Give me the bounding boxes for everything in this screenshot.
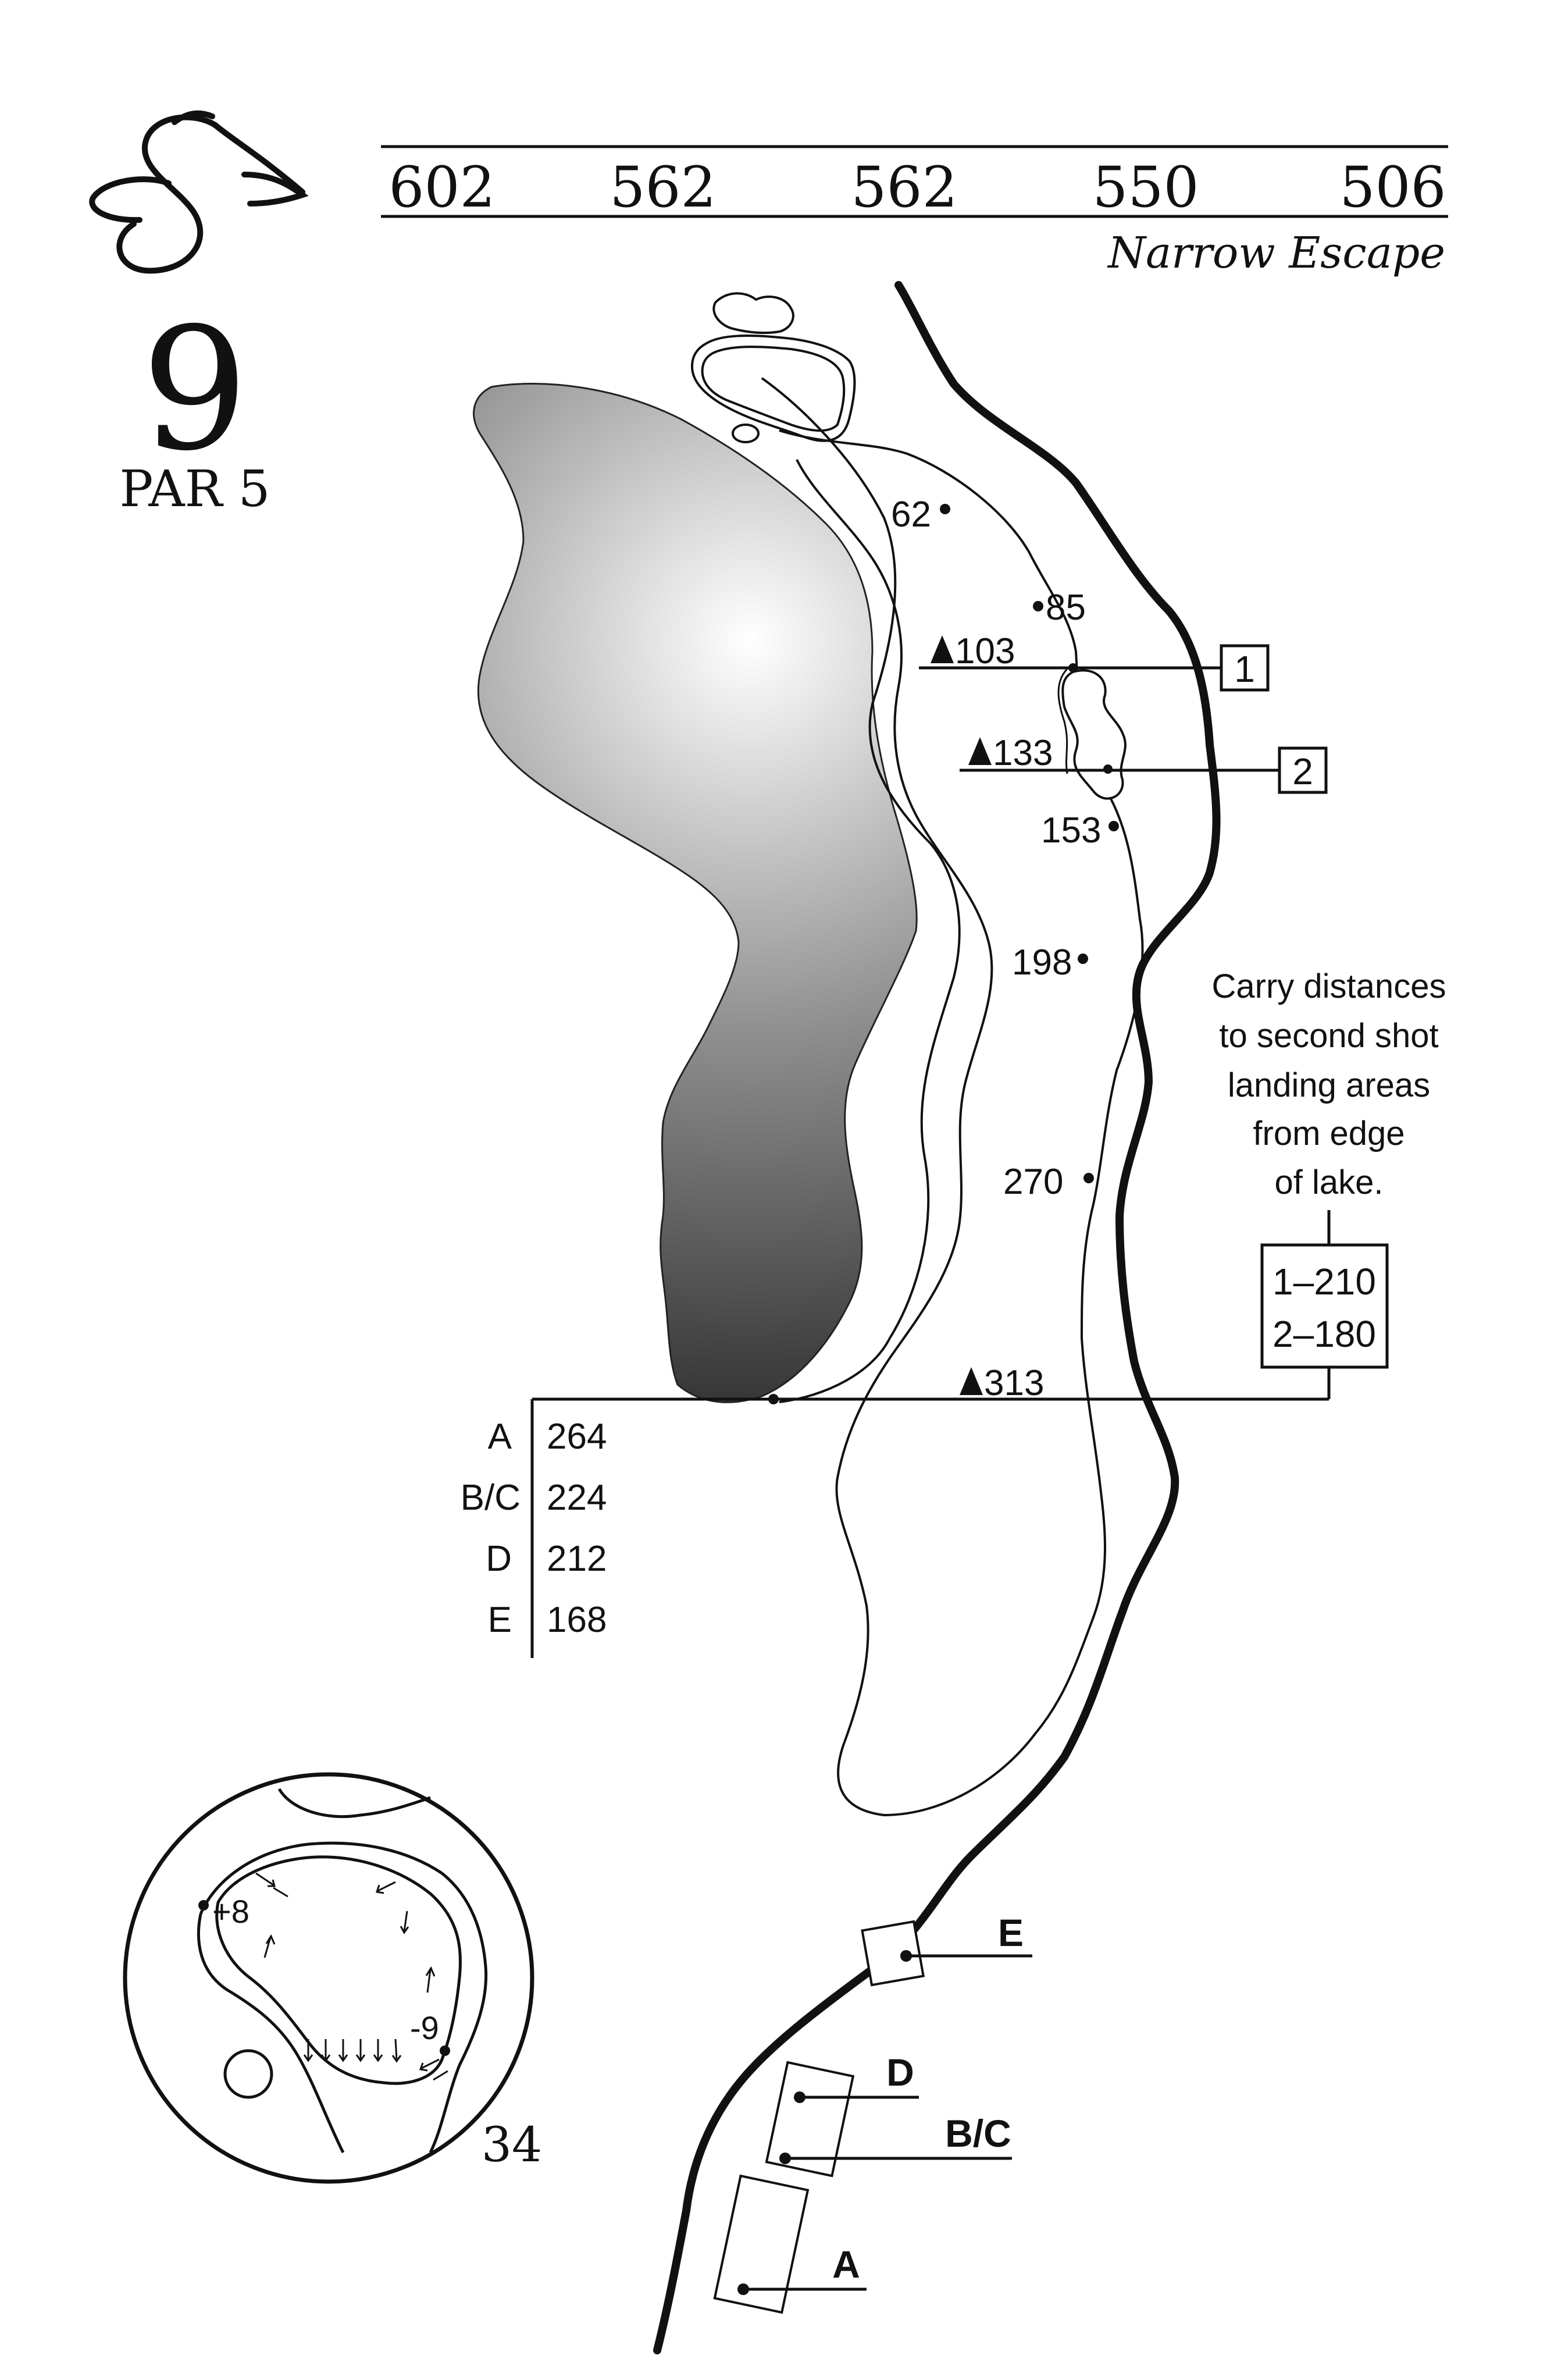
carry-triangle-icon xyxy=(960,1367,983,1395)
pin-position-label: -9 xyxy=(410,2009,439,2046)
green xyxy=(701,346,846,432)
page-number: 34 xyxy=(482,2118,542,2173)
carry-label: 103 xyxy=(955,631,1015,671)
pin-position-label: +8 xyxy=(212,1893,249,1930)
note-line: from edge xyxy=(1253,1115,1405,1152)
note-line: to second shot xyxy=(1219,1017,1438,1055)
yardage-dot xyxy=(1103,764,1113,774)
carry-triangle-icon xyxy=(931,635,954,663)
hole-number: 9 xyxy=(141,292,249,488)
carry-label: 133 xyxy=(993,733,1053,773)
tee-label: B/C xyxy=(945,2112,1011,2155)
note-box-line: 1–210 xyxy=(1272,1261,1376,1303)
logo-icon xyxy=(89,110,309,274)
note-line: landing areas xyxy=(1228,1066,1430,1104)
tee-table-tee: D xyxy=(486,1539,512,1579)
tee-yardage: 506 xyxy=(1339,155,1446,220)
green-detail-pot-bunker xyxy=(223,2049,273,2099)
tee-box-e xyxy=(861,1920,925,1987)
lake xyxy=(473,383,918,1403)
yardage-dot xyxy=(1068,663,1078,673)
yardage-marker: 85 xyxy=(1046,588,1086,628)
green-detail-fringe xyxy=(197,1841,488,2154)
lake-shore xyxy=(761,377,961,1403)
yardage-dot xyxy=(1083,1173,1094,1183)
yardage-marker: 198 xyxy=(1012,942,1072,983)
hole-name: Narrow Escape xyxy=(1107,228,1445,278)
yardage-marker: 153 xyxy=(1041,810,1101,851)
tee-table-tee: E xyxy=(488,1600,512,1640)
tee-table-tee: B/C xyxy=(461,1478,521,1518)
tee-table-carry: 212 xyxy=(547,1539,607,1579)
carry-label: 313 xyxy=(984,1363,1044,1403)
pin-position-dot xyxy=(198,1900,209,1911)
callout-number: 1 xyxy=(1234,648,1255,690)
callout-box-2 xyxy=(1278,746,1328,794)
tee-table-carry: 264 xyxy=(547,1417,607,1457)
green-bunker xyxy=(712,292,794,335)
tee-box-a xyxy=(713,2174,810,2314)
pond-edge xyxy=(1057,665,1071,774)
green-detail: +8 -9 xyxy=(123,1772,534,2184)
yardage-dot xyxy=(1033,601,1043,611)
lake-edge-point xyxy=(768,1394,779,1404)
yardage-dot xyxy=(940,504,950,514)
green-detail-back-bunker xyxy=(277,1788,431,1819)
note-line: of lake. xyxy=(1275,1164,1384,1201)
tee-table-carry: 168 xyxy=(547,1600,607,1640)
tee-yardage: 562 xyxy=(851,155,957,220)
tee-yardage: 562 xyxy=(609,155,716,220)
tee-label: D xyxy=(886,2051,914,2094)
tee-table-carry: 224 xyxy=(547,1478,607,1518)
tee-yardage: 550 xyxy=(1092,155,1199,220)
callout-number: 2 xyxy=(1292,750,1313,792)
yardage-marker: 62 xyxy=(891,495,931,535)
tee-yardage: 602 xyxy=(388,155,495,220)
yardage-dot xyxy=(1108,821,1119,831)
note-box-line: 2–180 xyxy=(1272,1313,1376,1355)
slope-arrow-icon xyxy=(255,1872,448,2081)
tee-table-tee: A xyxy=(488,1417,512,1457)
tee-label: E xyxy=(998,1911,1024,1954)
yardage-marker: 270 xyxy=(1003,1162,1063,1202)
green-side-pot xyxy=(732,424,760,443)
note-line: Carry distances xyxy=(1212,967,1446,1005)
tee-label: A xyxy=(832,2243,860,2286)
par-label: PAR 5 xyxy=(120,460,270,518)
yardage-dot xyxy=(1078,954,1088,964)
right-boundary xyxy=(653,281,1221,2354)
carry-triangle-icon xyxy=(968,737,992,765)
pin-position-dot xyxy=(440,2045,450,2056)
tee-box-d-bc xyxy=(765,2061,855,2178)
green-upper-fringe xyxy=(690,335,856,442)
callout-box-1 xyxy=(1220,644,1270,692)
pond xyxy=(1061,669,1127,800)
note-box xyxy=(1260,1243,1389,1369)
